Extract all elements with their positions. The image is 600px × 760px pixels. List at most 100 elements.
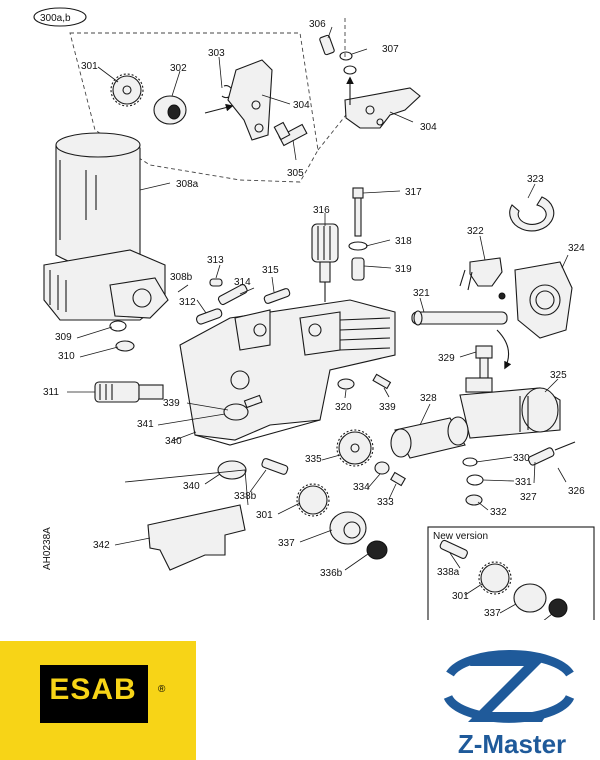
callout-304-left: 304 [293,100,310,111]
screw-317 [352,187,364,237]
inset-title: New version [433,531,488,542]
washer-310 [115,340,135,352]
plate-outline-dash [124,469,249,506]
callout-341: 341 [137,419,154,430]
clip-322 [459,257,503,291]
gear-335 [336,429,374,467]
axle-321 [411,310,508,326]
spacer-302 [153,95,187,125]
callout-327: 327 [520,492,537,503]
callout-337: 337 [278,538,295,549]
drive-roller-337 [329,511,367,545]
washer-340-bottom [217,460,247,480]
callout-338a: 338a [437,567,460,578]
callout-311: 311 [43,387,59,398]
swing-arrow [496,329,512,370]
ring-307 [339,18,357,75]
group-label-300ab: 300a,b [33,7,87,27]
exploded-parts-diagram: 300a,b [33,7,595,620]
callout-342: 342 [93,540,110,551]
washer-331 [466,474,484,486]
callout-312: 312 [179,297,196,308]
callout-321: 321 [413,288,430,299]
knob-316 [311,223,339,302]
lever-assembly-325 [459,377,561,439]
callout-340-upper: 340 [165,436,182,447]
sleeve-319 [351,257,365,281]
callout-328: 328 [420,393,437,404]
zmaster-logo-icon [443,650,575,723]
washer-334 [374,461,390,475]
callout-306: 306 [309,19,326,30]
callout-339-left: 339 [163,398,180,409]
callout-329: 329 [438,353,455,364]
callout-316: 316 [313,205,330,216]
callout-330: 330 [513,453,530,464]
detail-lead-dashed [317,109,351,151]
side-code: AH0238A [42,527,53,570]
callout-310: 310 [58,351,75,362]
callout-322: 322 [467,226,484,237]
callout-336b: 336b [320,568,343,579]
screw-339-right [372,373,392,390]
callout-340-lower: 340 [183,481,200,492]
callout-335: 335 [305,454,322,465]
screw-333 [390,471,406,487]
callout-337-inset: 337 [484,608,501,619]
pin-306 [319,34,335,56]
spring-pin-327 [527,441,576,466]
callout-339-right: 339 [379,402,396,413]
ball-324 [498,292,506,300]
zmaster-logo-text: Z-Master [457,729,567,759]
main-frame [179,299,396,446]
callout-302: 302 [170,63,187,74]
nut-320 [337,378,355,390]
pin-314 [217,284,248,306]
callout-317: 317 [405,187,422,198]
callout-308b: 308b [170,272,193,283]
callout-309: 309 [55,332,72,343]
callout-301-top: 301 [81,61,98,72]
callout-301-bottom: 301 [256,510,273,521]
esab-logo-text: ESAB [49,673,137,706]
callout-318: 318 [395,236,412,247]
callout-301-inset: 301 [452,591,469,602]
knob-336b [366,540,388,560]
screw-339-left [243,394,263,409]
callout-331: 331 [515,477,532,488]
pin-312 [195,308,223,325]
washer-318 [348,241,368,251]
callout-315: 315 [262,265,279,276]
roller-328 [390,416,469,459]
callout-314: 314 [234,277,251,288]
pin-315 [263,288,291,304]
bracket-304-right [344,76,421,129]
shaft-338b [261,458,289,475]
callout-305: 305 [287,168,304,179]
screw-329 [475,345,493,379]
callout-320: 320 [335,402,352,413]
callout-325: 325 [550,370,567,381]
inset-new-version: New version [427,526,595,620]
callout-324: 324 [568,243,585,254]
callout-326: 326 [568,486,585,497]
callout-304-right: 304 [420,122,437,133]
callout-338b: 338b [234,491,257,502]
bracket-304-left [204,59,273,141]
callout-323: 323 [527,174,544,185]
callout-313: 313 [207,255,224,266]
callout-332: 332 [490,507,507,518]
screw-305 [273,121,308,147]
callout-307: 307 [382,44,399,55]
washer-309 [109,320,127,332]
callout-308a: 308a [176,179,199,190]
callout-labels: 301 302 303 304 305 306 307 304 308a 316… [43,19,585,619]
ring-323 [509,196,555,232]
callout-334: 334 [353,482,370,493]
housing-324 [514,261,573,339]
gearbox-308b [109,277,169,319]
washer-330 [462,457,478,467]
callout-319: 319 [395,264,412,275]
leader-lines [67,26,569,620]
pin-313 [209,278,223,287]
